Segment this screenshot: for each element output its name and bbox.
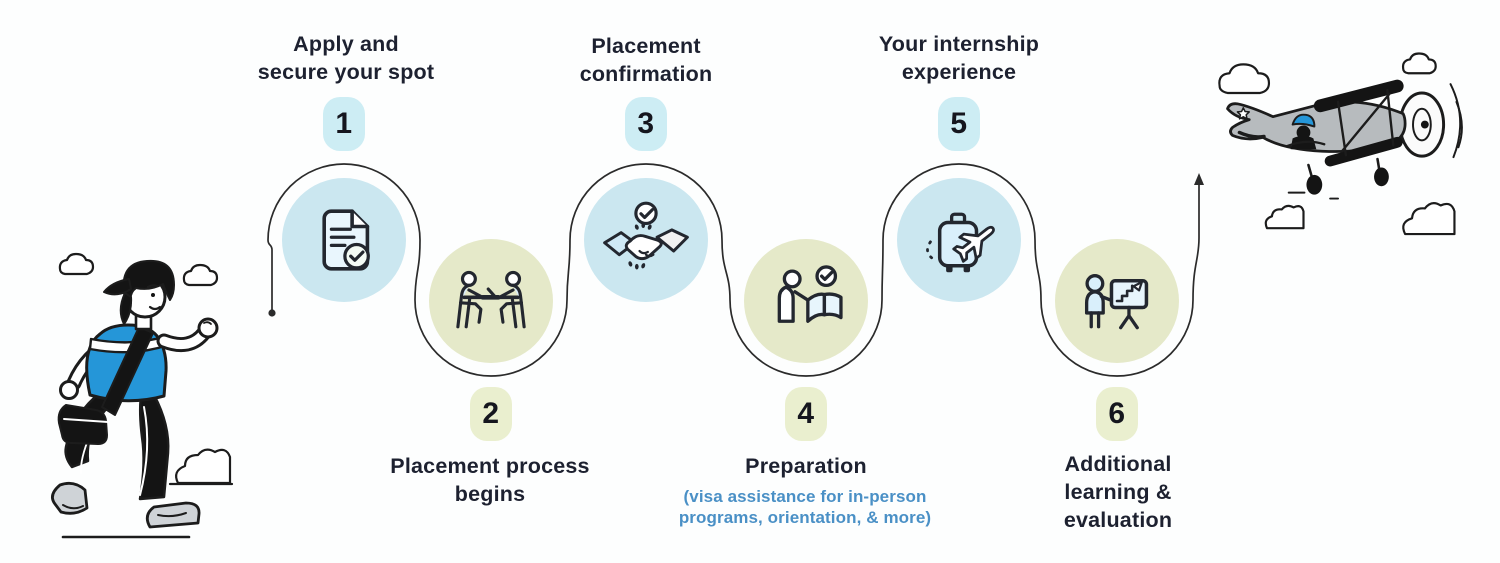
step-6-number-badge: 6 bbox=[1096, 387, 1138, 441]
path-curve bbox=[267, 163, 1200, 377]
step-3-number: 3 bbox=[637, 107, 655, 140]
path-start-dot bbox=[268, 309, 276, 317]
step-5-number-badge: 5 bbox=[938, 97, 980, 151]
cloud-icon bbox=[175, 448, 232, 485]
star-icon bbox=[1236, 107, 1250, 120]
cloud-icon bbox=[182, 263, 219, 287]
presentation-growth-icon bbox=[1084, 274, 1149, 330]
step-2-title: Placement process begins bbox=[390, 454, 590, 506]
step-2-number: 2 bbox=[482, 397, 500, 430]
interview-desk-icon bbox=[456, 270, 526, 329]
student-walking-illustration bbox=[51, 252, 234, 539]
step-4-number-badge: 4 bbox=[785, 387, 827, 441]
step-3-circle bbox=[584, 178, 708, 302]
cloud-icon bbox=[1264, 204, 1305, 230]
handshake-check-icon bbox=[603, 201, 689, 270]
step-5-circle bbox=[897, 178, 1021, 302]
suitcase-airplane-icon bbox=[926, 212, 995, 273]
open-book-check-icon bbox=[777, 265, 843, 323]
step-4-number: 4 bbox=[797, 397, 815, 430]
wheel bbox=[1306, 174, 1323, 195]
bag-strap bbox=[101, 326, 154, 416]
step-3-title: Placement confirmation bbox=[579, 34, 713, 86]
shoulder-bag bbox=[57, 404, 108, 445]
step-4-circle bbox=[744, 239, 868, 363]
biplane-illustration bbox=[1218, 52, 1463, 236]
pilot-cap bbox=[1291, 113, 1316, 128]
step-2-number-badge: 2 bbox=[470, 387, 512, 441]
step-5-number: 5 bbox=[950, 107, 968, 140]
step-1-number-badge: 1 bbox=[323, 97, 365, 151]
step-1-title: Apply and secure your spot bbox=[257, 32, 435, 84]
step-2-circle bbox=[429, 239, 553, 363]
step-1-circle bbox=[282, 178, 406, 302]
wing-struts bbox=[1336, 88, 1395, 157]
step-6-number: 6 bbox=[1108, 397, 1126, 430]
cloud-icon bbox=[58, 252, 95, 276]
shoe bbox=[51, 481, 89, 515]
step-4-subtitle: (visa assistance for in-person programs,… bbox=[678, 487, 932, 527]
wheel bbox=[1374, 167, 1389, 187]
step-1-number: 1 bbox=[335, 107, 353, 140]
path-end-arrow-icon bbox=[1194, 173, 1204, 185]
step-6-circle bbox=[1055, 239, 1179, 363]
step-4-title: Preparation bbox=[745, 454, 867, 478]
cloud-icon bbox=[1218, 63, 1271, 95]
document-check-icon bbox=[322, 209, 370, 271]
step-5-title: Your internship experience bbox=[878, 32, 1040, 84]
cloud-icon bbox=[1402, 202, 1456, 236]
cloud-icon bbox=[1401, 52, 1437, 75]
step-3-number-badge: 3 bbox=[625, 97, 667, 151]
step-6-title: Additional learning & evaluation bbox=[1063, 452, 1173, 532]
